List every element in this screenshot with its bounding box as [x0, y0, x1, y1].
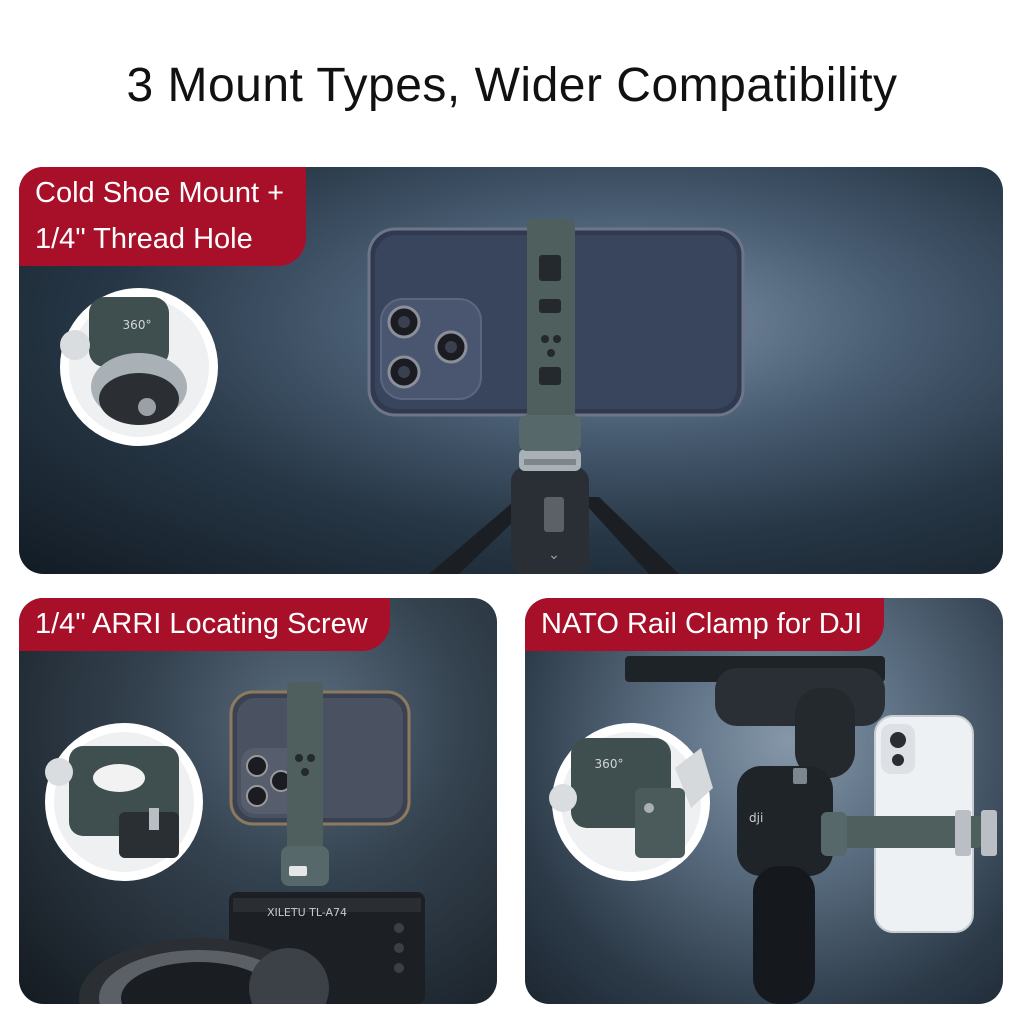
phone-on-tripod-illustration: ⌄ [60, 219, 745, 574]
gimbal-logo-label: dji [749, 811, 763, 825]
page-title: 3 Mount Types, Wider Compatibility [126, 59, 898, 112]
rotation-mark-label: 360° [595, 757, 624, 771]
label-line-1: Cold Shoe Mount + [35, 177, 285, 209]
label-text: 1/4" ARRI Locating Screw [35, 608, 368, 640]
phone-on-camera-cage-illustration: XILETU TL-A74 [45, 682, 425, 1004]
panel-arri-locating-screw: 1/4" ARRI Locating Screw XILETU TL-A74 [19, 598, 497, 1004]
phone-mount-clamp-icon [821, 810, 997, 856]
nato-clamp-detail-inset: 360° [549, 723, 713, 881]
smartphone-icon [367, 227, 745, 417]
svg-text:⌄: ⌄ [548, 547, 560, 563]
arri-screw-detail-inset [45, 723, 203, 881]
label-tag-cold-shoe: Cold Shoe Mount + 1/4" Thread Hole [19, 167, 307, 266]
panel-cold-shoe-mount: Cold Shoe Mount + 1/4" Thread Hole ⌄ [19, 167, 1003, 574]
cold-shoe-detail-inset: 360° [60, 288, 218, 446]
camera-cage-brand-label: XILETU TL-A74 [267, 906, 347, 919]
tripod-icon: ⌄ [429, 467, 679, 574]
rotation-mark-label: 360° [123, 318, 152, 332]
label-tag-nato: NATO Rail Clamp for DJI [525, 598, 885, 651]
gimbal-icon: dji [625, 656, 885, 1004]
label-text: NATO Rail Clamp for DJI [541, 608, 863, 640]
phone-on-gimbal-illustration: dji 360° [549, 656, 997, 1004]
label-tag-arri: 1/4" ARRI Locating Screw [19, 598, 390, 651]
phone-mount-clamp-icon [281, 682, 329, 886]
phone-mount-clamp-icon [519, 219, 581, 451]
panel-nato-rail-clamp: NATO Rail Clamp for DJI dji [525, 598, 1003, 1004]
camera-lens-icon [79, 938, 329, 1004]
label-line-2: 1/4" Thread Hole [35, 223, 253, 255]
